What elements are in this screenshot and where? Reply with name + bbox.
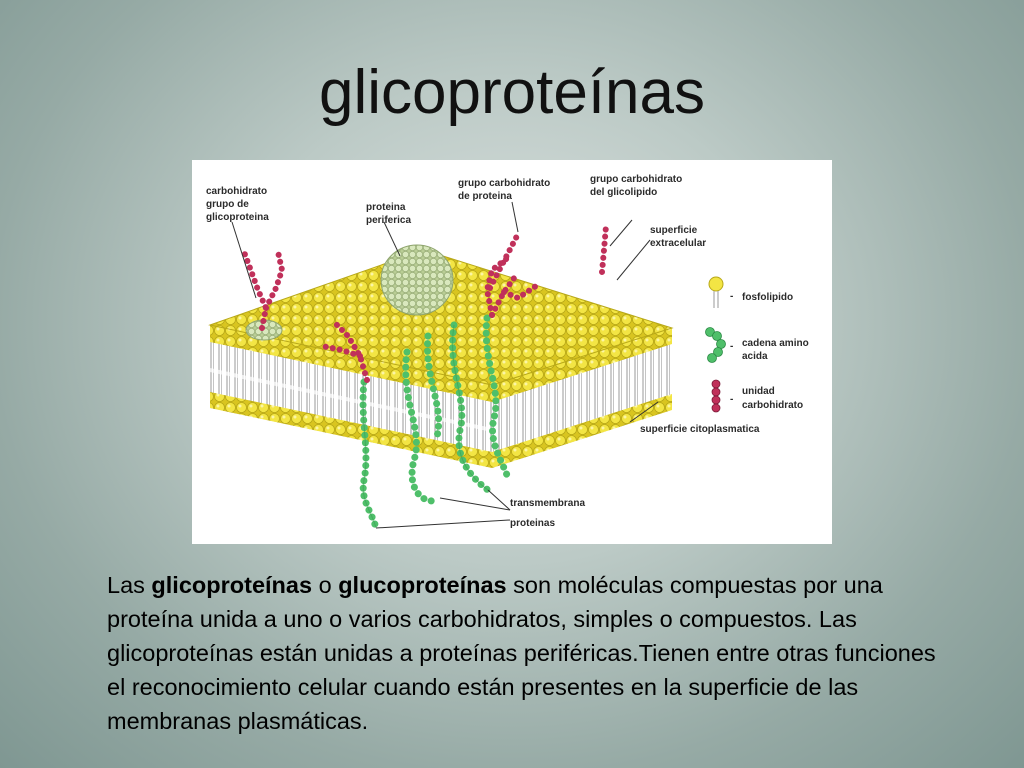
legend-phospholipid-label: fosfolipido: [742, 292, 793, 303]
leader-lines: [231, 201, 659, 529]
legend-dash-2: -: [730, 341, 733, 352]
legend-amino-label-1: cadena amino: [742, 338, 809, 349]
label-extracellular-2: extracelular: [650, 238, 706, 249]
membrane-front-face: [210, 325, 492, 468]
label-carb-glyco-1: carbohidrato: [206, 186, 267, 197]
label-carb-protein-1: grupo carbohidrato: [458, 178, 550, 189]
legend-carb-label-2: carbohidrato: [742, 400, 803, 411]
label-carb-lipid-1: grupo carbohidrato: [590, 174, 682, 185]
text-bold-glicoproteinas: glicoproteínas: [151, 572, 313, 598]
legend-dash-3: -: [730, 394, 733, 405]
label-transmembrane-2: proteinas: [510, 518, 555, 529]
text-segment-3: son moléculas compuestas por una proteín…: [107, 572, 936, 734]
legend-amino-symbol: [705, 327, 726, 363]
label-carb-protein-2: de proteina: [458, 191, 512, 202]
carbohydrate-groups: [241, 223, 609, 383]
membrane-diagram-svg: carbohidrato grupo de glicoproteina prot…: [206, 174, 809, 532]
membrane-side-face: [492, 328, 672, 468]
label-peripheral-1: proteina: [366, 202, 406, 213]
label-carb-glyco-2: grupo de: [206, 199, 249, 210]
membrane-top-surface: [208, 249, 674, 386]
label-cytoplasmic: superficie citoplasmatica: [640, 424, 760, 435]
transmembrane-protein-chains: [359, 314, 512, 532]
legend-carb-label-1: unidad: [742, 386, 775, 397]
peripheral-protein: [380, 244, 454, 316]
label-transmembrane-1: transmembrana: [510, 498, 585, 509]
legend-dash-1: -: [730, 291, 733, 302]
description-paragraph: Las glicoproteínas o glucoproteínas son …: [107, 568, 957, 738]
text-segment-2: o: [312, 572, 339, 598]
legend-phospholipid-symbol: [708, 276, 724, 308]
text-bold-glucoproteinas: glucoproteínas: [338, 572, 507, 598]
label-peripheral-2: periferica: [366, 215, 411, 226]
amino-chain-outline: [362, 324, 489, 529]
label-carb-glyco-3: glicoproteina: [206, 212, 269, 223]
slide-title: glicoproteínas: [318, 58, 706, 127]
label-carb-lipid-2: del glicolipido: [590, 187, 657, 198]
legend-carb-symbol: [711, 379, 721, 413]
text-segment-1: Las: [107, 572, 152, 598]
membrane-diagram: carbohidrato grupo de glicoproteina prot…: [192, 160, 832, 544]
legend-amino-label-2: acida: [742, 351, 768, 362]
label-extracellular-1: superficie: [650, 225, 698, 236]
